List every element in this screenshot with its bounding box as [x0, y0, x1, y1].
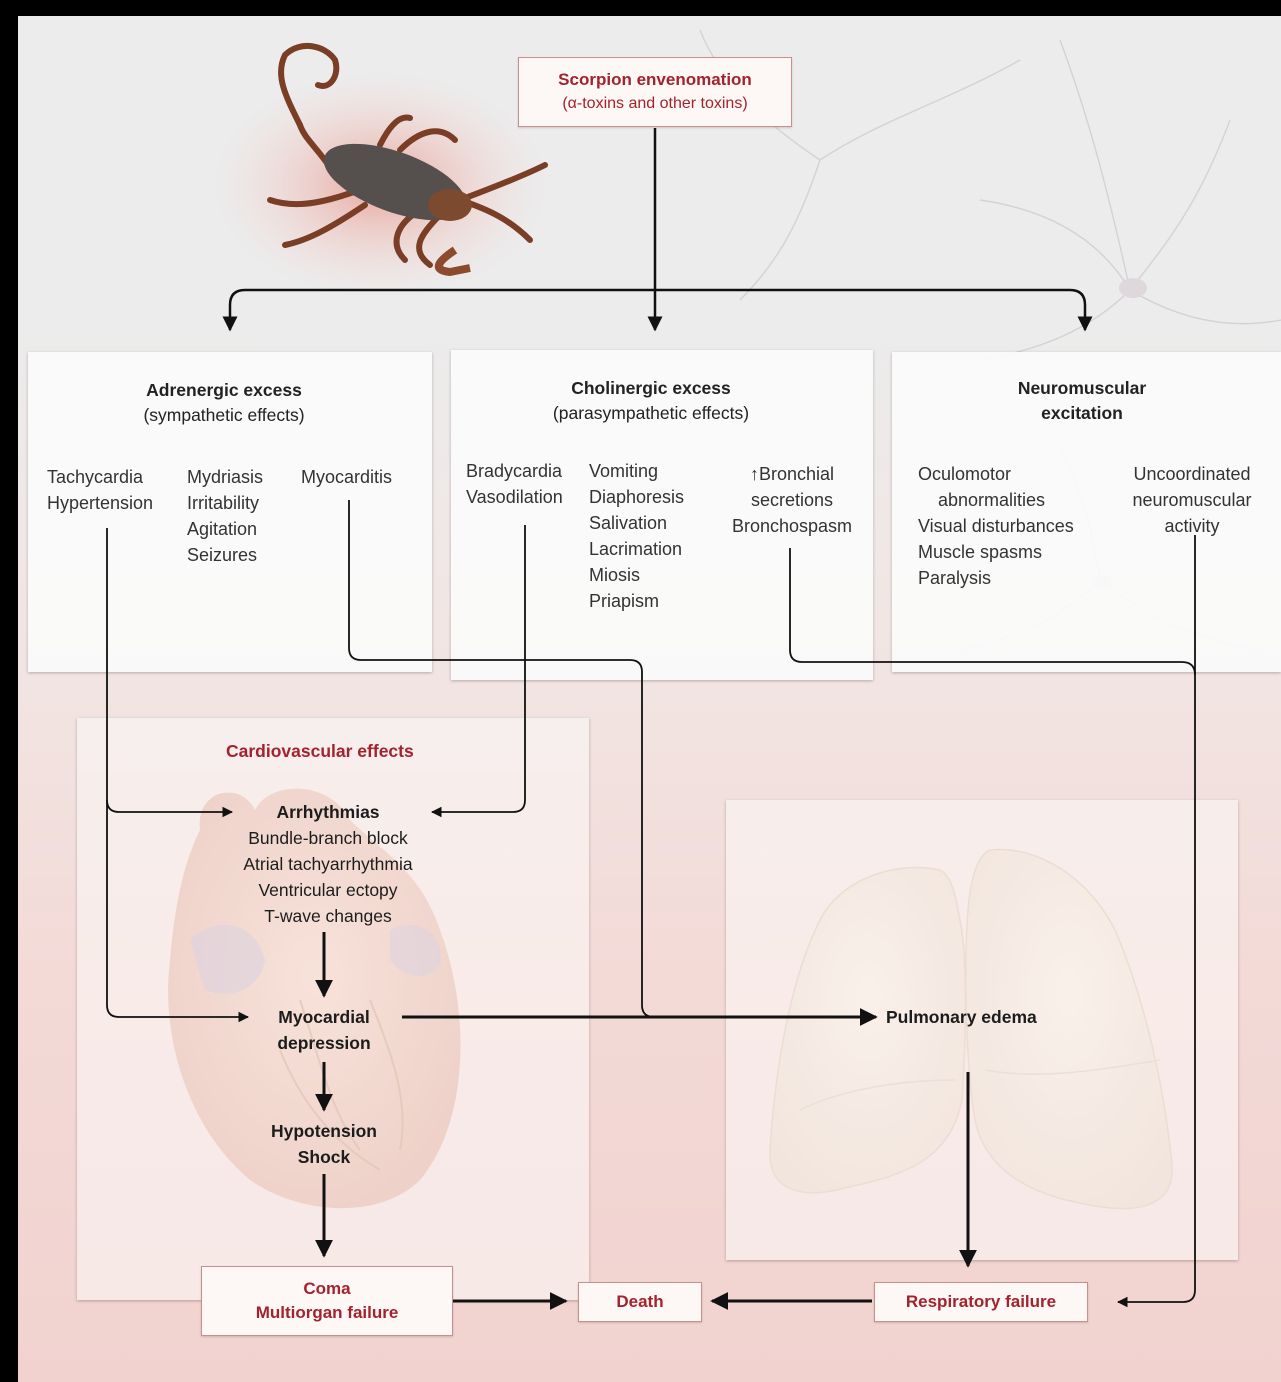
connector-bradycardia-arrhythmias	[432, 525, 525, 812]
connector-myocarditis-pulmonary	[349, 500, 860, 1017]
connector-tachycardia-arrhythmias	[107, 528, 232, 812]
connector-bronchospasm-right	[790, 548, 1195, 675]
connector-top-left	[230, 290, 655, 330]
connector-tachycardia-myocardial	[107, 800, 248, 1017]
connector-neuromuscular-respiratory	[1118, 535, 1195, 1302]
connector-top-right	[655, 290, 1085, 330]
